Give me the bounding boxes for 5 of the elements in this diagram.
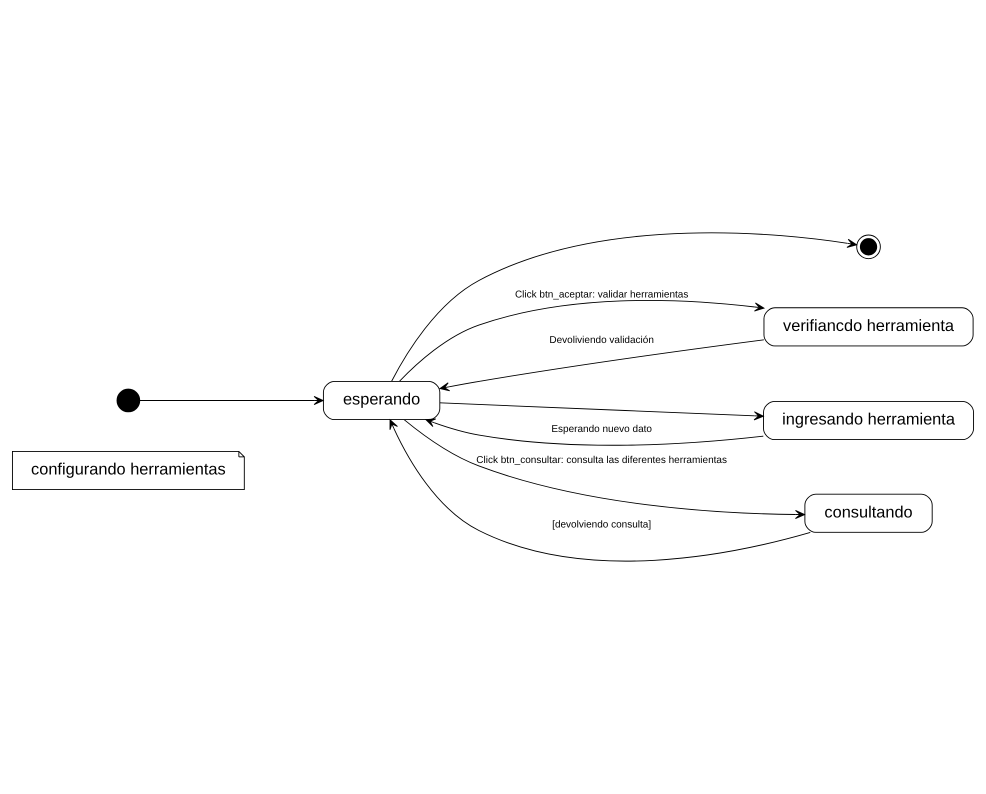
- edge-label: Esperando nuevo dato: [551, 424, 652, 436]
- edge-label: Click btn_aceptar: validar herramientas: [514, 290, 688, 301]
- edge-label: Click btn_consultar: consulta las diferentes herramientas: [476, 455, 728, 466]
- edge-label: Devoliviendo validación: [549, 335, 654, 346]
- edge-label: [devolviendo consulta]: [552, 520, 652, 531]
